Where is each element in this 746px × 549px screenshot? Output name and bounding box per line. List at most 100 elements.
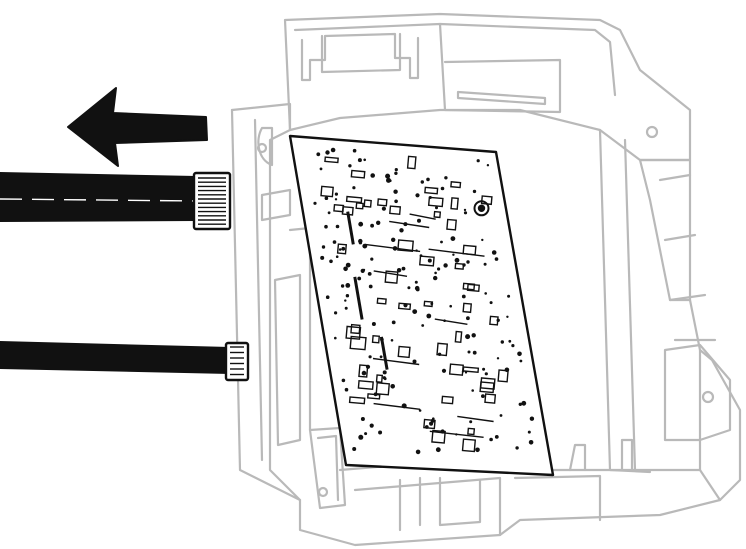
solder-point bbox=[496, 357, 500, 360]
solder-point bbox=[465, 334, 471, 340]
solder-point bbox=[461, 294, 466, 299]
housing-left-tab bbox=[260, 188, 292, 222]
housing-bottom-slot-right bbox=[513, 474, 602, 522]
pcb-component bbox=[384, 270, 399, 284]
printed-circuit-board bbox=[288, 134, 555, 477]
solder-point bbox=[334, 311, 338, 315]
solder-point bbox=[352, 148, 357, 153]
solder-point bbox=[440, 240, 443, 244]
solder-point bbox=[338, 248, 342, 251]
pcb-trace bbox=[409, 213, 436, 220]
solder-point bbox=[437, 352, 442, 356]
solder-point bbox=[519, 359, 523, 363]
housing-bottom-clip-inner bbox=[316, 434, 340, 502]
solder-point bbox=[344, 306, 348, 310]
pcb-component bbox=[375, 374, 384, 383]
pcb-component bbox=[427, 196, 444, 208]
pcb-component bbox=[433, 210, 442, 219]
solder-point bbox=[469, 420, 473, 424]
solder-point bbox=[472, 350, 477, 355]
pcb-component bbox=[461, 438, 477, 453]
plastic-control-housing bbox=[230, 12, 742, 547]
solder-point bbox=[415, 287, 420, 292]
solder-point bbox=[316, 152, 321, 157]
solder-point bbox=[334, 336, 337, 340]
housing-bottom-front bbox=[353, 476, 502, 537]
pcb-component bbox=[345, 195, 363, 204]
housing-right-panel bbox=[638, 158, 702, 472]
solder-point bbox=[464, 371, 468, 374]
solder-point bbox=[352, 447, 357, 451]
pcb-component bbox=[454, 330, 463, 343]
pcb-component bbox=[479, 381, 495, 394]
solder-point bbox=[529, 416, 535, 421]
pcb-outline bbox=[288, 134, 555, 477]
solder-point bbox=[463, 211, 468, 215]
solder-point bbox=[444, 176, 448, 180]
solder-point bbox=[454, 257, 460, 263]
pcb-component bbox=[348, 396, 366, 405]
pcb-component bbox=[358, 364, 369, 378]
solder-point bbox=[321, 245, 326, 249]
solder-point bbox=[484, 292, 488, 295]
solder-point bbox=[329, 259, 333, 264]
solder-point bbox=[491, 250, 497, 255]
solder-point bbox=[391, 237, 396, 242]
solder-point bbox=[367, 272, 372, 276]
pcb-trace bbox=[434, 318, 468, 325]
solder-point bbox=[518, 402, 522, 406]
housing-slot bbox=[456, 90, 547, 106]
housing-bottom-tab bbox=[568, 443, 587, 472]
pcb-trace bbox=[373, 270, 408, 277]
solder-point bbox=[401, 403, 407, 409]
solder-point bbox=[455, 433, 458, 436]
pcb-component bbox=[320, 185, 334, 198]
solder-point bbox=[428, 196, 432, 199]
solder-point bbox=[517, 351, 522, 357]
solder-point bbox=[370, 173, 376, 178]
pull-direction-arrow bbox=[67, 87, 208, 167]
pcb-component bbox=[423, 418, 436, 430]
solder-point bbox=[385, 173, 391, 179]
solder-point bbox=[419, 254, 423, 257]
housing-left-wall bbox=[230, 102, 742, 547]
harness-plug-pins bbox=[230, 346, 244, 376]
solder-point bbox=[403, 222, 408, 227]
pcb-component bbox=[462, 302, 473, 314]
solder-point bbox=[386, 177, 391, 183]
solder-point bbox=[483, 262, 487, 266]
solder-point bbox=[401, 266, 406, 271]
solder-point bbox=[429, 421, 434, 426]
solder-point bbox=[345, 262, 351, 268]
solder-point bbox=[344, 387, 349, 392]
pcb-component bbox=[336, 243, 348, 255]
solder-point bbox=[414, 280, 418, 284]
solder-point bbox=[433, 275, 438, 281]
pcb-component bbox=[466, 283, 480, 293]
solder-point bbox=[418, 409, 422, 412]
solder-point bbox=[435, 206, 438, 210]
solder-point bbox=[382, 376, 386, 380]
pcb-component bbox=[424, 186, 439, 195]
solder-point bbox=[345, 294, 350, 298]
pcb-component bbox=[324, 156, 339, 164]
pcb-component bbox=[448, 363, 464, 376]
pcb-component bbox=[446, 218, 457, 231]
solder-point bbox=[420, 180, 424, 184]
housing-bottom-notch bbox=[398, 476, 482, 532]
pcb-component bbox=[357, 380, 374, 390]
solder-point bbox=[378, 430, 383, 435]
solder-point bbox=[494, 257, 499, 261]
pcb-component-strip bbox=[346, 211, 355, 245]
housing-top-rim bbox=[293, 22, 617, 97]
solder-point bbox=[407, 286, 411, 290]
solder-point bbox=[528, 440, 534, 445]
solder-point bbox=[467, 350, 471, 354]
solder-point bbox=[313, 201, 317, 205]
solder-point bbox=[443, 319, 446, 323]
solder-point bbox=[382, 370, 387, 375]
housing-bottom-tab-2 bbox=[620, 438, 634, 472]
solder-point bbox=[417, 218, 421, 223]
pcb-component bbox=[349, 335, 367, 351]
